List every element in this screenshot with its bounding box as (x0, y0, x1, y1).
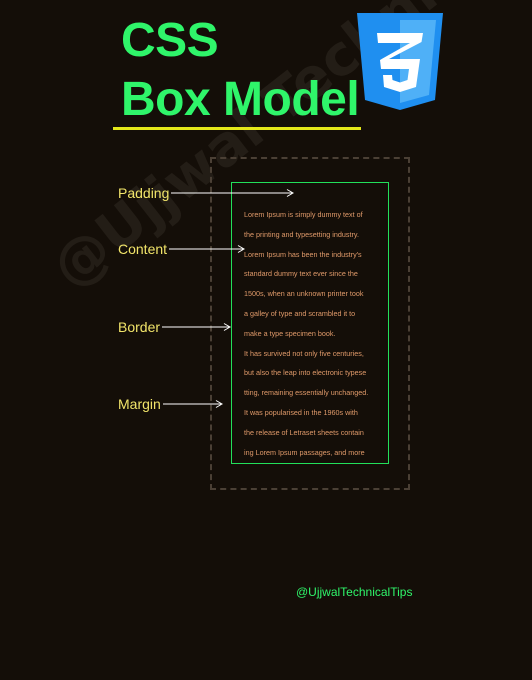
label-margin: Margin (118, 396, 161, 412)
content-line: but also the leap into electronic typese (244, 368, 367, 378)
label-padding: Padding (118, 185, 170, 201)
content-line: ing Lorem Ipsum passages, and more (244, 447, 365, 457)
title-underline (113, 127, 361, 130)
content-line: It has survived not only five centuries, (244, 348, 364, 358)
content-line: the release of Letraset sheets contain (244, 427, 364, 437)
css3-shield-icon (357, 13, 443, 110)
title-css: CSS (121, 14, 219, 67)
content-line: Lorem Ipsum has been the industry's (244, 249, 362, 259)
content-line: 1500s, when an unknown printer took (244, 289, 364, 299)
label-border: Border (118, 319, 161, 335)
content-line: standard dummy text ever since the (244, 269, 358, 279)
content-line: the printing and typesetting industry. (244, 229, 359, 239)
author-handle: @UjjwalTechnicalTips (296, 585, 413, 599)
label-content: Content (118, 241, 168, 257)
content-line: Lorem Ipsum is simply dummy text of (244, 210, 363, 219)
content-text: Lorem Ipsum is simply dummy text of the … (244, 205, 384, 462)
content-line: tting, remaining essentially unchanged. (244, 388, 369, 398)
content-line: a galley of type and scrambled it to (244, 308, 356, 318)
content-line: It was popularised in the 1960s with (244, 407, 358, 417)
content-line: make a type specimen book. (244, 328, 336, 338)
title-box-model: Box Model (121, 73, 360, 126)
border-box (231, 182, 389, 464)
margin-box (210, 157, 410, 490)
